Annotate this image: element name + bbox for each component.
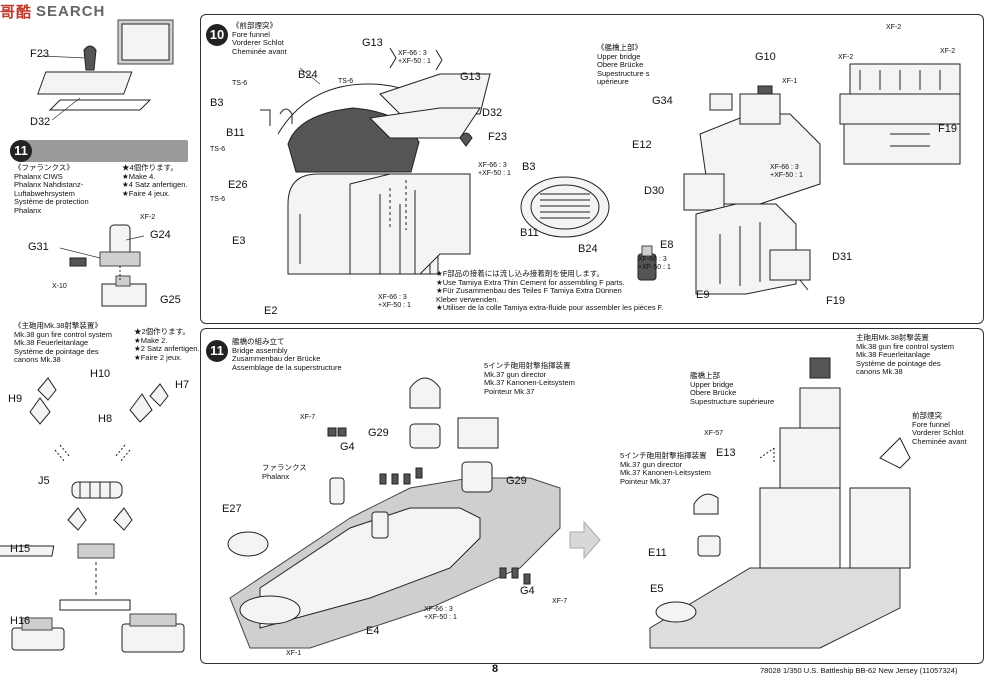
- s10-paint-2: XF-66 : 3 +XF-50 : 1: [478, 162, 511, 177]
- s10-label-xf1: XF-1: [782, 78, 798, 85]
- step-11b-title: 艦橋の組み立て Bridge assembly Zusammenbau der …: [232, 337, 342, 372]
- s10-label-b11: B11: [226, 127, 245, 139]
- s10-label-f23: F23: [488, 131, 507, 143]
- logo-cn: 哥酷: [0, 3, 33, 21]
- step-10-number: 10: [206, 24, 228, 46]
- s10-label-e9: E9: [696, 289, 710, 301]
- s10-label-g13a: G13: [362, 37, 383, 49]
- s11-label-g29a: G29: [368, 427, 389, 439]
- s11-label-g4b: G4: [520, 585, 535, 597]
- step-11-number: 11: [10, 140, 32, 162]
- s10-label-ts6d: TS-6: [210, 196, 226, 203]
- s11-label-e5: E5: [650, 583, 664, 595]
- s11-paint: XF-66 : 3 +XF-50 : 1: [424, 606, 457, 621]
- s10-label-d32: D32: [482, 107, 503, 119]
- s11-right-mk37: 5インチ砲用射撃指揮装置 Mk.37 gun director Mk.37 Ka…: [620, 451, 711, 486]
- label-h8: H8: [98, 413, 113, 425]
- s11-label-xf7a: XF-7: [300, 414, 316, 421]
- s10-label-d31: D31: [832, 251, 853, 263]
- s10-label-e12: E12: [632, 139, 652, 151]
- label-h9: H9: [8, 393, 23, 405]
- label-x10: X-10: [52, 283, 67, 290]
- s10-paint-5: XF-66 : 3 +XF-50 : 1: [638, 256, 671, 271]
- s10-label-f19b: F19: [938, 123, 957, 135]
- s10-label-b11b: B11: [520, 227, 539, 239]
- site-logo: 哥酷 SEARCH: [0, 0, 105, 22]
- label-f23: F23: [30, 48, 49, 60]
- left-column-drawings: [0, 19, 185, 653]
- s10-paint-4: XF-66 : 3 +XF-50 : 1: [770, 164, 803, 179]
- s11-right-funnel: 前部煙突 Fore funnel Vorderer Schlot Cheminé…: [912, 411, 967, 446]
- label-j5: J5: [38, 475, 50, 487]
- s10-label-b3b: B3: [522, 161, 536, 173]
- s10-label-e8: E8: [660, 239, 674, 251]
- s10-label-ts6b: TS-6: [338, 78, 354, 85]
- s10-paint-1: XF-66 : 3 +XF-50 : 1: [398, 50, 431, 65]
- step-11-title: 《ファランクス》 Phalanx CIWS Phalanx Nahdistanz…: [14, 163, 89, 215]
- s11-label-xf7b: XF-7: [552, 598, 568, 605]
- label-g31: G31: [28, 241, 49, 253]
- step-11-bar: [10, 140, 188, 162]
- s10-label-xf2b: XF-2: [838, 54, 854, 61]
- label-h15: H15: [10, 543, 31, 555]
- page-number: 8: [492, 663, 499, 675]
- label-g25: G25: [160, 294, 181, 306]
- s11-label-e13: E13: [716, 447, 736, 459]
- s10-paint-3: XF-66 : 3 +XF-50 : 1: [378, 294, 411, 309]
- label-h16: H16: [10, 615, 31, 627]
- s11-label-e4: E4: [366, 625, 380, 637]
- s10-label-b3: B3: [210, 97, 224, 109]
- s10-label-g10: G10: [755, 51, 776, 63]
- s10-label-f19: F19: [826, 295, 845, 307]
- s10-label-g13b: G13: [460, 71, 481, 83]
- label-d32: D32: [30, 116, 51, 128]
- s11-mk37-note: 5インチ砲用射撃指揮装置 Mk.37 gun director Mk.37 Ka…: [484, 361, 575, 396]
- label-xf2-left: XF-2: [140, 214, 156, 221]
- s10-cement-note: ★F部品の接着には流し込み接着剤を使用します。 ★Use Tamiya Extr…: [436, 269, 664, 313]
- s10-label-ts6a: TS-6: [232, 80, 248, 87]
- s10-label-xf2a: XF-2: [886, 24, 902, 31]
- s11-label-xf1: XF-1: [286, 650, 302, 657]
- s11-phalanx-note: ファランクス Phalanx: [262, 463, 307, 481]
- step-10-panel: [200, 14, 984, 324]
- logo-en: SEARCH: [36, 2, 106, 20]
- step-11b-drawings: [227, 357, 911, 649]
- mk38-title: 《主砲用Mk.38射撃装置》 Mk.38 gun fire control sy…: [14, 321, 112, 365]
- s11-label-e11: E11: [648, 547, 667, 559]
- label-h10: H10: [90, 368, 111, 380]
- s10-label-b24b: B24: [578, 243, 598, 255]
- s11-label-g29b: G29: [506, 475, 527, 487]
- s10-label-d30: D30: [644, 185, 665, 197]
- s10-upper-bridge-title: 《艦橋上部》 Upper bridge Obere Brücke Supestr…: [597, 43, 650, 87]
- s11-right-mk38: 主砲用Mk.38射撃装置 Mk.38 gun fire control syst…: [856, 333, 954, 377]
- s11-label-e27: E27: [222, 503, 242, 515]
- s10-label-xf2c: XF-2: [940, 48, 956, 55]
- s10-label-b24: B24: [298, 69, 318, 81]
- s10-label-g34: G34: [652, 95, 673, 107]
- step-11b-number: 11: [206, 340, 228, 362]
- s11-label-xf57: XF-57: [704, 430, 724, 437]
- step-11b-panel: [200, 328, 984, 664]
- s11-right-upper: 艦橋上部 Upper bridge Obere Brücke Supestruc…: [690, 371, 775, 406]
- label-g24: G24: [150, 229, 171, 241]
- s10-label-e26: E26: [228, 179, 248, 191]
- step-10-title: 《前部煙突》 Fore funnel Vorderer Schlot Chemi…: [232, 21, 287, 56]
- label-h7: H7: [175, 379, 190, 391]
- s11-label-g4a: G4: [340, 441, 355, 453]
- step-11-make: ★4個作ります。 ★Make 4. ★4 Satz anfertigen. ★F…: [122, 163, 188, 198]
- s10-label-e2: E2: [264, 305, 278, 317]
- step-10-drawings: [260, 47, 961, 295]
- s10-label-e3: E3: [232, 235, 246, 247]
- s10-label-ts6c: TS-6: [210, 146, 226, 153]
- footer-product: 78028 1/350 U.S. Battleship BB-62 New Je…: [760, 666, 958, 675]
- mk38-make: ★2個作ります。 ★Make 2. ★2 Satz anfertigen. ★F…: [134, 327, 200, 362]
